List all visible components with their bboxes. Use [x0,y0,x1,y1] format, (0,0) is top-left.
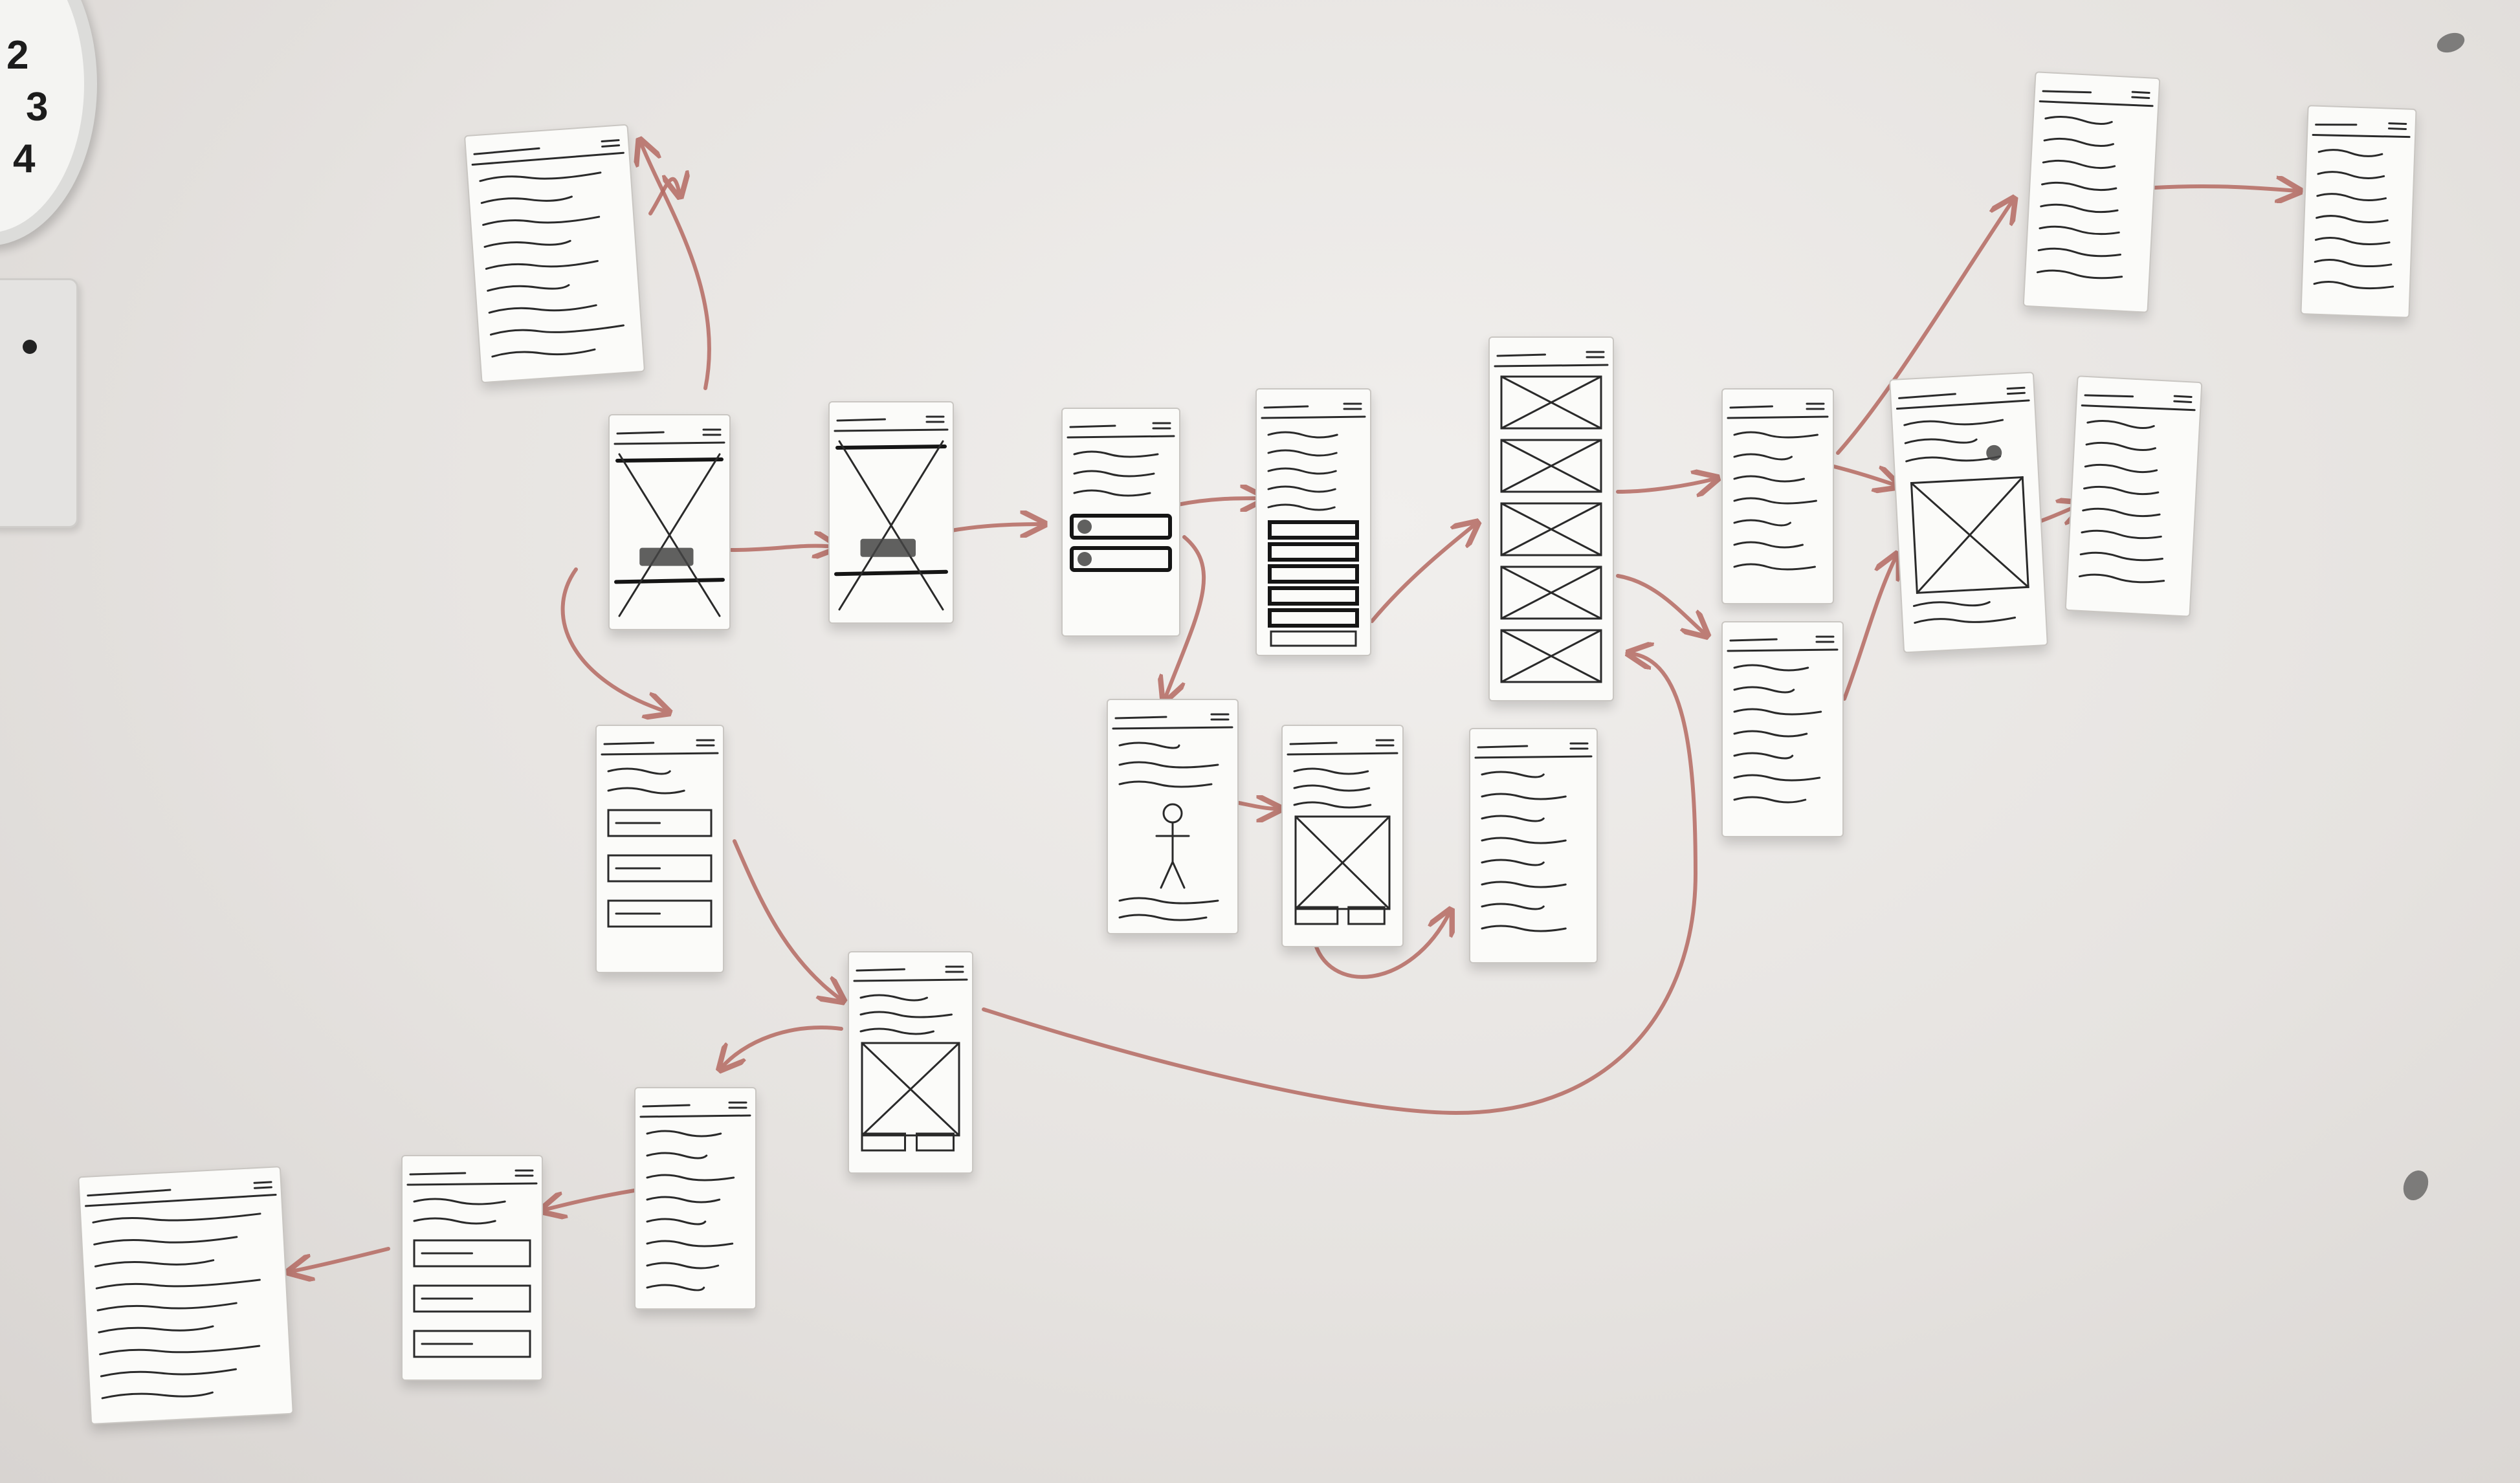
wireframe-card [1255,388,1371,656]
wireframe-card [828,401,954,624]
flow-arrow [1312,912,1450,979]
wireframe-card [2022,71,2161,313]
wireframe-card [1107,699,1239,934]
wireframe-sketch [2078,394,2196,584]
wireframe-sketch [1494,351,1609,683]
wireframe-sketch [1287,739,1398,925]
wireframe-card [848,951,973,1174]
wireframe-sketch [2312,122,2411,290]
flow-arrow [1165,535,1206,699]
wireframe-sketch [2036,90,2154,280]
wireframe-sketch [471,139,624,358]
wireframe-sketch [406,1169,538,1358]
wireframe-sketch [1261,402,1366,647]
flow-arrow [1842,556,1896,701]
flow-arrow [982,654,1698,1115]
flow-arrow [560,567,667,712]
wireframe-card [1889,371,2048,654]
clock-mount [0,278,78,528]
flow-arrow [648,179,680,215]
wireframe-card [401,1155,543,1381]
wireframe-sketch [85,1181,277,1400]
flow-arrow [1616,479,1715,492]
wireframe-card [2064,375,2203,617]
mount-screw-icon [23,340,37,354]
wireframe-card [1061,408,1180,637]
wireframe-card [78,1166,294,1425]
wireframe-card [595,725,724,973]
flow-arrow [544,1189,636,1210]
wireframe-sketch [639,1101,751,1291]
wireframe-sketch [1067,422,1175,572]
wireframe-sketch [853,965,968,1152]
wireframe-card [463,124,646,384]
wireframe-sketch [1727,402,1829,571]
flow-arrow [2153,186,2297,191]
wireframe-sketch [1112,713,1233,921]
wireframe-card [634,1087,757,1310]
wireframe-card [1488,336,1614,701]
wireframe-card [1469,728,1598,963]
wireframe-card [1721,388,1834,604]
wireframe-card [1281,725,1404,947]
wireframe-card [1721,621,1844,837]
flow-arrow [1836,201,2013,455]
wireframe-sketch [613,428,725,617]
flow-arrow [1370,524,1476,623]
flow-arrow [722,1026,843,1068]
flow-arrow [1234,802,1278,809]
flow-arrow [1176,498,1262,505]
wireframe-sketch [1896,386,2030,624]
flow-arrow [641,142,712,390]
flow-arrow [291,1247,390,1271]
wireframe-sketch [1727,635,1839,804]
wireframe-sketch [601,739,719,928]
clock-numeral-4: 4 [13,137,36,181]
wireframe-sketch [834,415,949,611]
flow-arrow [1616,574,1705,634]
wireframe-card [608,414,731,630]
flow-arrow [733,839,841,1000]
clock-numeral-2: 2 [6,33,29,78]
wireframe-card [2300,105,2417,318]
flow-arrow [949,524,1042,531]
flow-arrow [729,546,835,550]
clock-numeral-3: 3 [26,85,49,129]
wireframe-sketch [1474,742,1593,932]
flow-arrow [1829,464,1896,485]
